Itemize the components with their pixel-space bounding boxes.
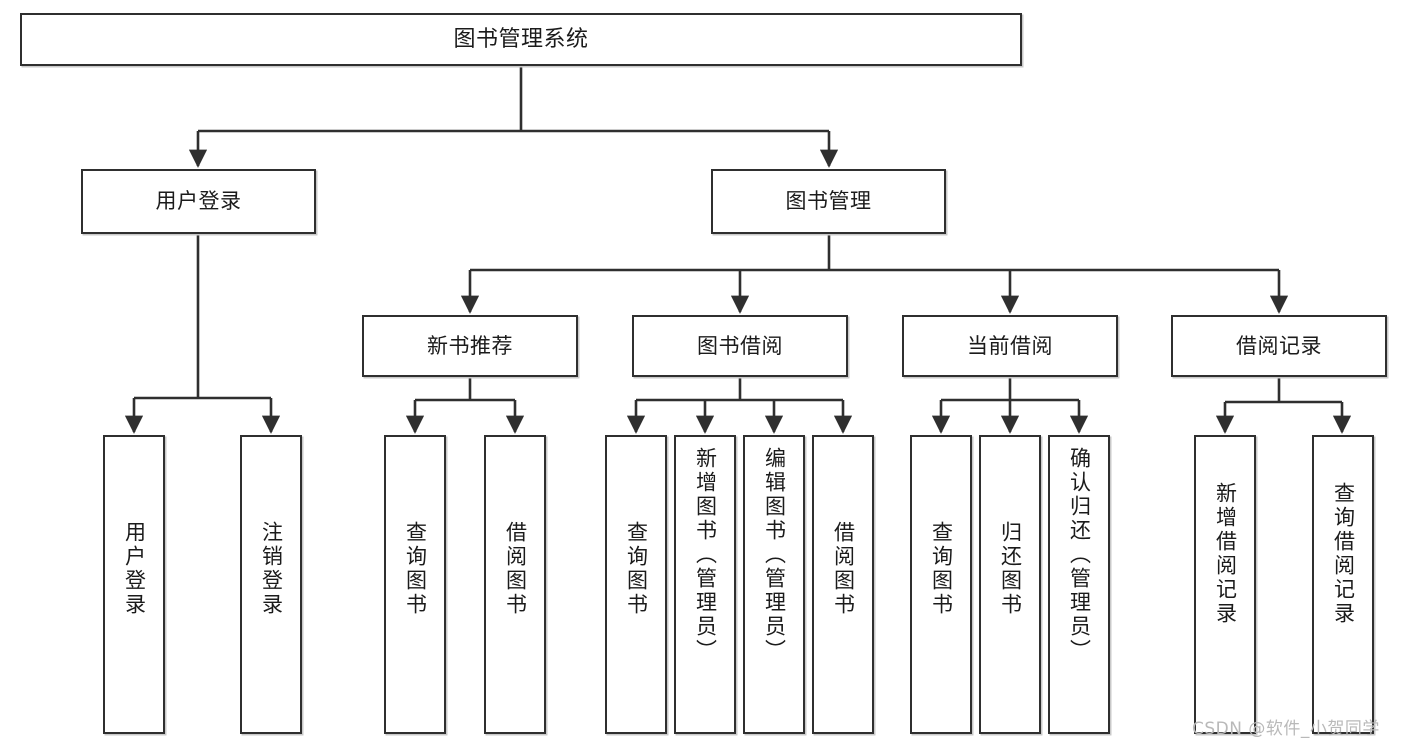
node-label: 查询图书	[929, 521, 954, 617]
node-label: 图书管理系统	[453, 26, 589, 52]
leaf-user-login[interactable]: 用户登录	[103, 435, 165, 734]
leaf-return-book[interactable]: 归还图书	[979, 435, 1041, 734]
leaf-borrow-book-borrow[interactable]: 借阅图书	[812, 435, 874, 734]
node-label: 查询图书	[624, 521, 649, 617]
leaf-query-borrow-record[interactable]: 查询借阅记录	[1312, 435, 1374, 734]
node-label: 注销登录	[259, 521, 284, 617]
node-label: 归还图书	[998, 521, 1023, 617]
node-label: 新增借阅记录	[1213, 482, 1238, 626]
node-user-login[interactable]: 用户登录	[81, 169, 316, 234]
node-book-management-system[interactable]: 图书管理系统	[20, 13, 1022, 66]
leaf-query-book-new-recommend[interactable]: 查询图书	[384, 435, 446, 734]
node-label: 用户登录	[155, 189, 242, 214]
leaf-logout[interactable]: 注销登录	[240, 435, 302, 734]
node-borrow-record[interactable]: 借阅记录	[1171, 315, 1387, 377]
node-label: 借阅记录	[1236, 333, 1322, 358]
node-label: 新增图书（管理员）	[693, 447, 718, 663]
leaf-query-book-borrow[interactable]: 查询图书	[605, 435, 667, 734]
node-label: 当前借阅	[967, 333, 1053, 358]
leaf-query-book-current[interactable]: 查询图书	[910, 435, 972, 734]
node-label: 确认归还（管理员）	[1067, 447, 1092, 663]
node-current-borrow[interactable]: 当前借阅	[902, 315, 1118, 377]
node-label: 查询图书	[403, 521, 428, 617]
node-label: 借阅图书	[831, 521, 856, 617]
node-label: 图书管理	[785, 189, 872, 214]
node-book-management[interactable]: 图书管理	[711, 169, 946, 234]
node-label: 借阅图书	[503, 521, 528, 617]
leaf-confirm-return-admin[interactable]: 确认归还（管理员）	[1048, 435, 1110, 734]
node-label: 查询借阅记录	[1331, 482, 1356, 626]
node-book-borrow[interactable]: 图书借阅	[632, 315, 848, 377]
leaf-edit-book-admin[interactable]: 编辑图书（管理员）	[743, 435, 805, 734]
leaf-add-book-admin[interactable]: 新增图书（管理员）	[674, 435, 736, 734]
csdn-watermark: CSDN @软件_小贺同学	[1192, 719, 1380, 739]
leaf-borrow-book-new-recommend[interactable]: 借阅图书	[484, 435, 546, 734]
node-label: 新书推荐	[427, 333, 513, 358]
node-label: 图书借阅	[697, 333, 783, 358]
leaf-add-borrow-record[interactable]: 新增借阅记录	[1194, 435, 1256, 734]
node-label: 用户登录	[122, 521, 147, 617]
node-label: 编辑图书（管理员）	[762, 447, 787, 663]
node-new-book-recommend[interactable]: 新书推荐	[362, 315, 578, 377]
